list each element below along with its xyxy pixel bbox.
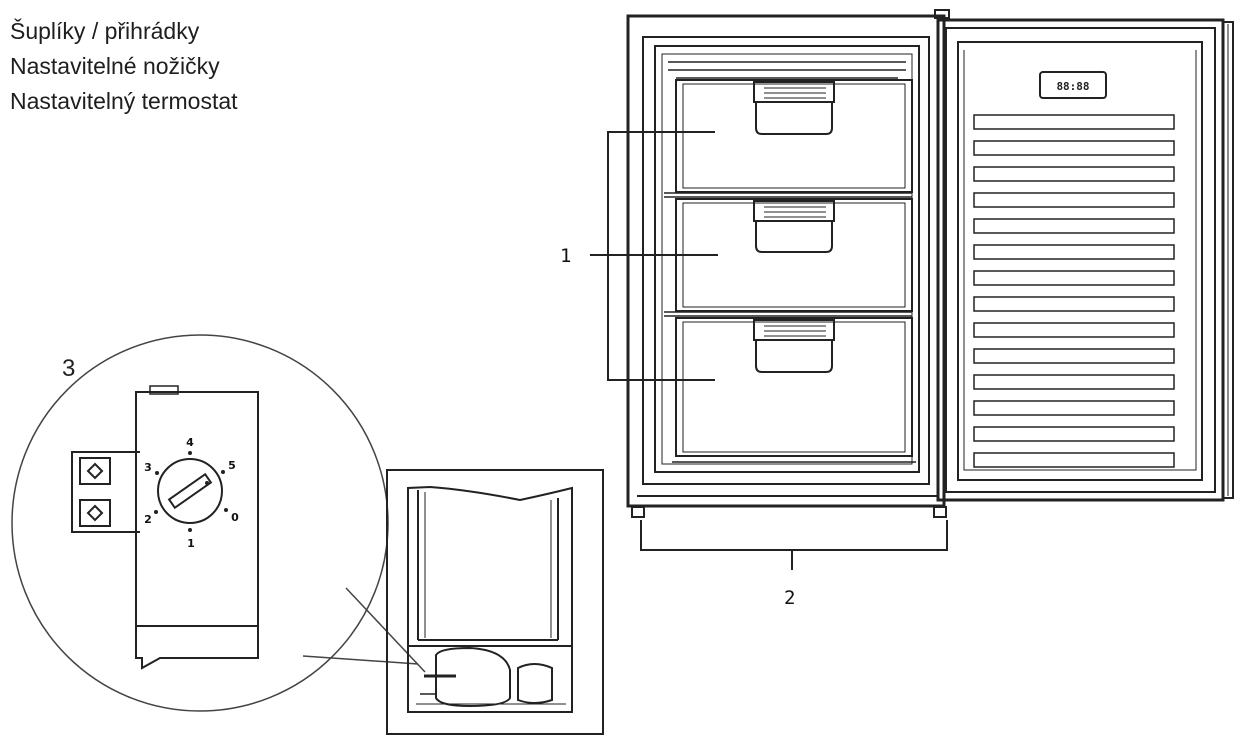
drawer-handle — [753, 81, 835, 103]
legend-item-feet: Nastavitelné nožičky — [10, 53, 220, 79]
thermostat-mark-5: 5 — [228, 459, 236, 472]
shelf-rail-2 — [664, 192, 912, 198]
thermostat-mark-1: 1 — [187, 537, 195, 550]
door-display — [1039, 71, 1107, 99]
adjustable-feet — [631, 506, 947, 518]
thermostat-bracket — [71, 451, 140, 533]
thermostat-knob — [157, 458, 223, 524]
legend-item-drawers: Šuplíky / přihrádky — [10, 18, 200, 44]
callout-thermostat-label: 3 — [62, 355, 75, 382]
inset-frame — [386, 469, 604, 735]
legend-item-thermostat: Nastavitelný termostat — [10, 88, 238, 114]
callout-drawers-label: 1 — [560, 245, 571, 267]
magnifier-connector — [302, 587, 426, 673]
drawer-handle — [753, 200, 835, 222]
thermostat-mark-2: 2 — [144, 513, 152, 526]
compartment-inset — [386, 469, 604, 735]
shelf-rail-3 — [664, 311, 912, 317]
shelf-rail-top — [668, 61, 906, 79]
freezer-door: 88:88 — [936, 18, 1234, 502]
door-bars — [973, 114, 1175, 468]
drawer-3 — [672, 317, 916, 463]
legend: Šuplíky / přihrádky Nastavitelné nožičky… — [10, 14, 238, 119]
thermostat-mark-4: 4 — [186, 436, 194, 449]
callout-drawers — [590, 131, 718, 381]
drawer-1 — [675, 79, 913, 193]
thermostat-housing — [135, 385, 259, 670]
callout-feet — [640, 520, 948, 570]
thermostat-dial-dots — [154, 451, 228, 532]
cabinet-liner-inset — [661, 53, 913, 465]
cabinet-liner-inner — [654, 45, 920, 473]
cabinet-liner-frame — [642, 36, 930, 485]
thermostat-mark-0: 0 — [231, 511, 239, 524]
drawer-handle — [753, 319, 835, 341]
callout-feet-label: 2 — [784, 587, 795, 609]
thermostat-mark-3: 3 — [144, 461, 152, 474]
door-display-text: 88:88 — [1056, 80, 1089, 93]
